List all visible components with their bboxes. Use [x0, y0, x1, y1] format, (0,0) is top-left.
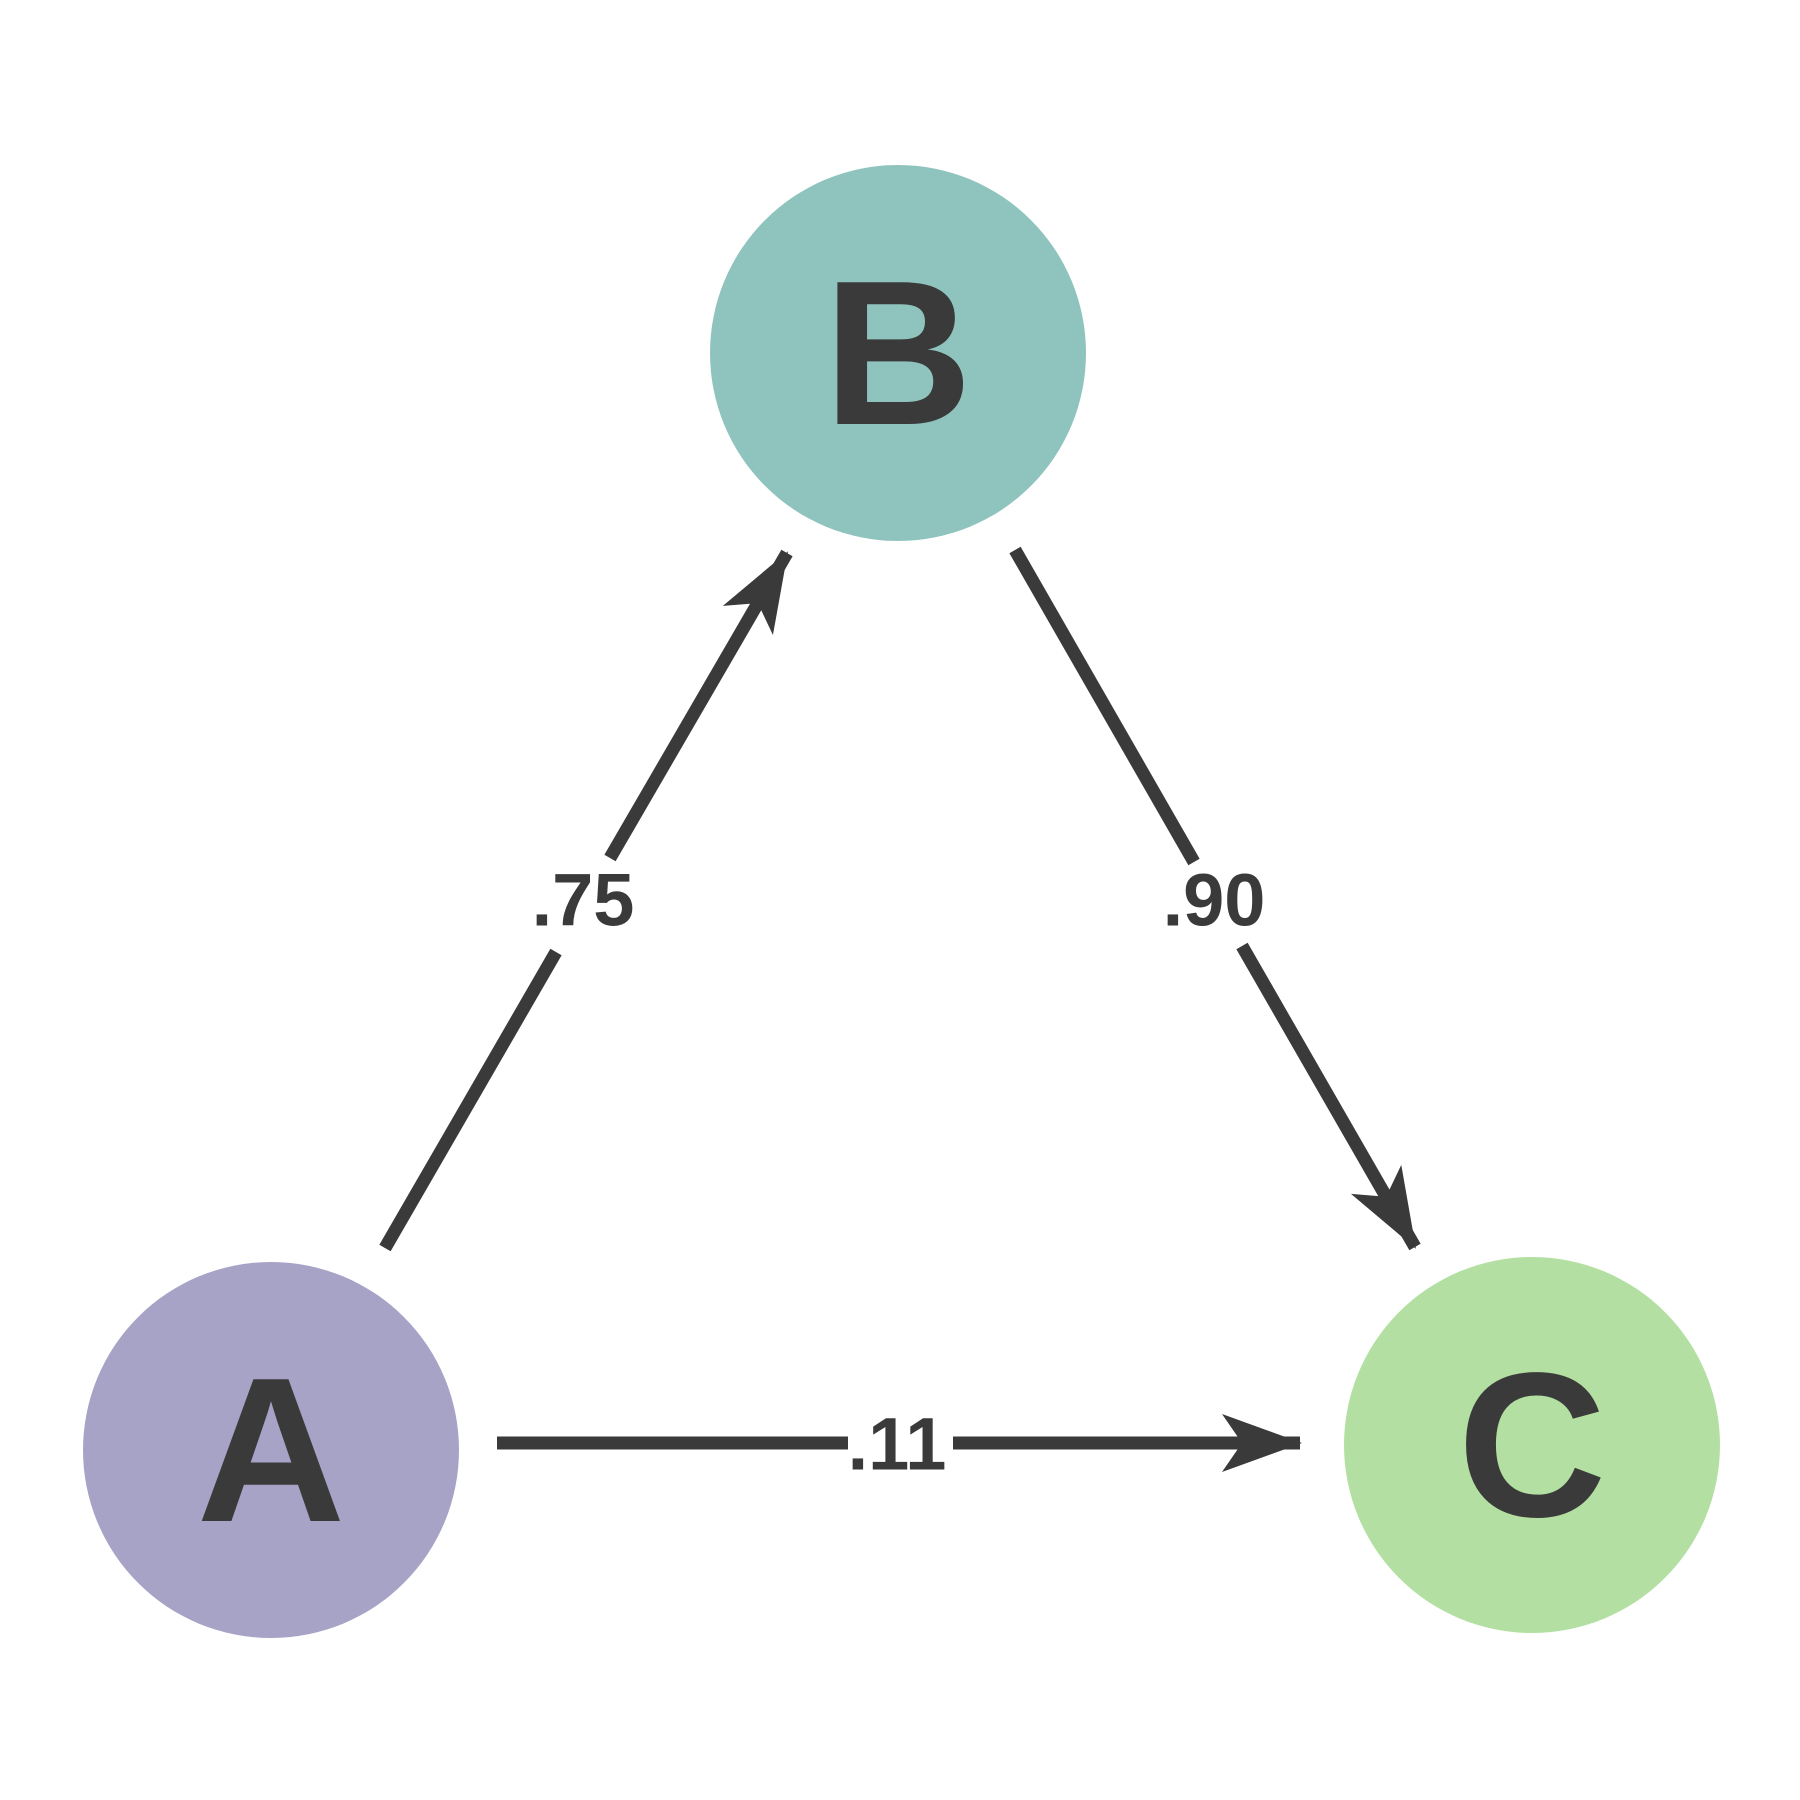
edge-a-to-b-weight-label: .75	[532, 859, 635, 942]
node-a-circle	[83, 1262, 459, 1638]
node-a-label: A	[197, 1335, 346, 1565]
node-b-circle	[710, 165, 1086, 541]
node-c-circle	[1344, 1257, 1720, 1633]
edge-a-to-c-weight-label: .11	[848, 1403, 947, 1486]
node-b-label: B	[824, 238, 973, 468]
edge-b-to-c-arrow	[1009, 546, 1415, 1247]
edge-a-to-b-arrow	[379, 553, 787, 1252]
edge-b-to-c-weight-label: .90	[1163, 859, 1266, 942]
node-c-label: C	[1458, 1330, 1607, 1560]
